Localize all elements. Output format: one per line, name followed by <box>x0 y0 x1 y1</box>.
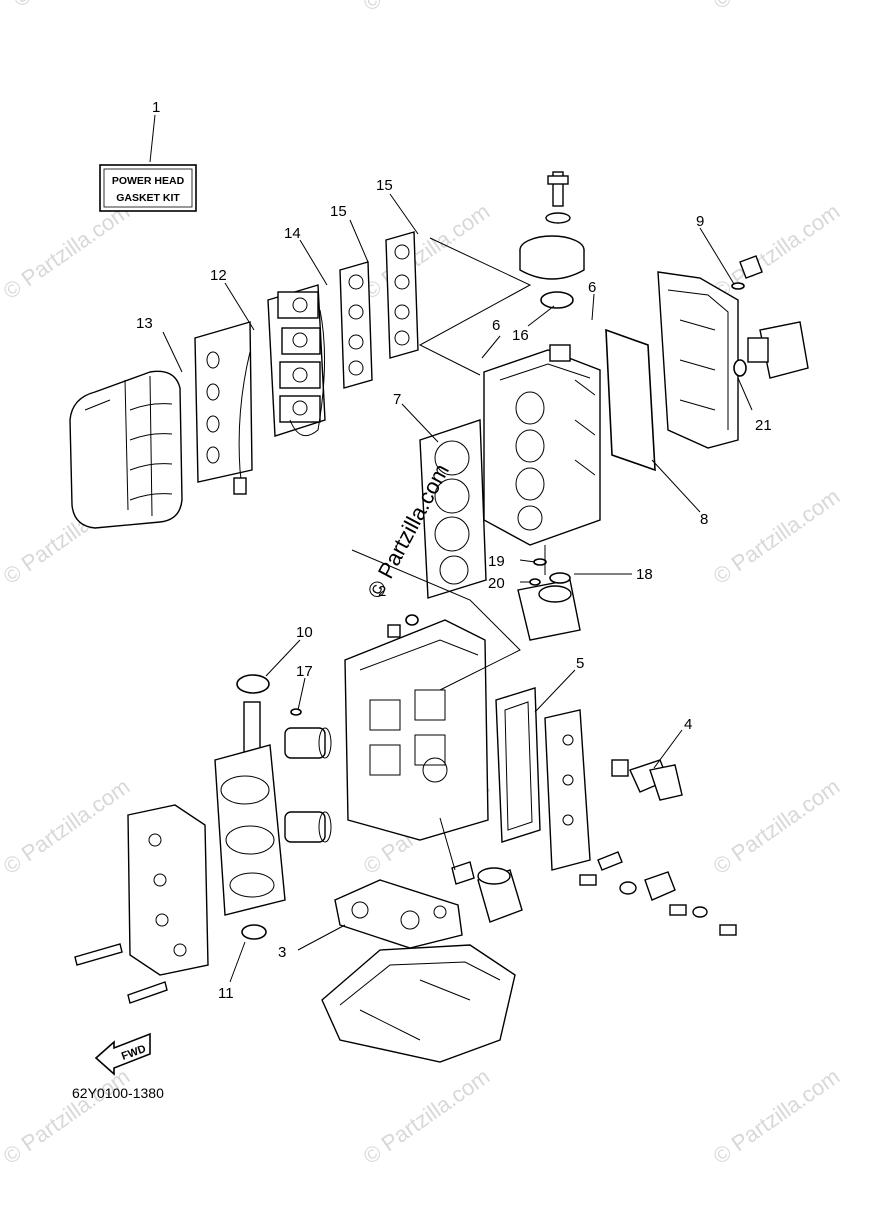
o-ring-17 <box>290 708 302 716</box>
callout-leaders <box>149 114 753 983</box>
callout-labels: 1 2 3 4 5 6 6 7 8 9 10 11 12 13 14 15 15… <box>136 99 772 1002</box>
callout-5: 5 <box>576 655 584 672</box>
bolts-right <box>579 851 737 936</box>
oil-pan-gasket <box>334 879 463 949</box>
cylinder-head-gasket <box>419 419 487 599</box>
callout-8: 8 <box>700 511 708 528</box>
pressure-valve <box>611 759 683 801</box>
callout-4: 4 <box>684 716 692 733</box>
watermark: © Partzilla.com <box>709 199 845 305</box>
carburetor-assembly <box>267 284 326 437</box>
intake-silencer <box>69 370 183 529</box>
gasket-kit-label: POWER HEAD GASKET KIT <box>99 164 197 212</box>
watermark: © Partzilla.com <box>359 199 495 305</box>
watermark: © Partzilla.com <box>709 484 845 590</box>
callout-6a: 6 <box>588 279 596 296</box>
cylinder-head <box>483 344 601 546</box>
watermark: © Partzilla.com <box>709 774 845 880</box>
watermark: © Partzilla.com <box>709 1064 845 1170</box>
callout-6b: 6 <box>492 317 500 334</box>
exhaust-cover <box>495 687 591 871</box>
kit-label-line2: GASKET KIT <box>116 192 180 204</box>
callout-12: 12 <box>210 267 227 284</box>
reed-gaskets <box>339 231 419 389</box>
callout-14: 14 <box>284 225 301 242</box>
oil-seal-lower <box>241 924 267 940</box>
oil-seal-upper <box>236 674 270 694</box>
callout-1: 1 <box>152 99 160 116</box>
cylinder-block <box>344 614 489 841</box>
callout-10: 10 <box>296 624 313 641</box>
guide-lines <box>351 237 546 871</box>
callout-15b: 15 <box>376 177 393 194</box>
callout-16: 16 <box>512 327 529 344</box>
thermostat-housing <box>517 558 581 641</box>
watermark: © Partzilla.com <box>0 774 134 880</box>
flywheel-pulley <box>519 171 585 309</box>
callout-15a: 15 <box>330 203 347 220</box>
callout-7: 7 <box>393 391 401 408</box>
callout-20: 20 <box>488 575 505 592</box>
watermark: © Partzilla.com <box>0 199 134 305</box>
head-cover <box>657 271 739 449</box>
crankshaft-pistons <box>214 701 332 916</box>
intake-manifold-plate <box>194 321 253 495</box>
watermark: © Partzilla.com <box>9 0 145 12</box>
callout-17: 17 <box>296 663 313 680</box>
watermark: © Partzilla.com <box>359 0 495 16</box>
head-cover-gasket <box>605 328 656 472</box>
crankcase <box>74 804 209 1004</box>
oil-filter <box>451 861 523 923</box>
watermark: © Partzilla.com <box>359 1064 495 1170</box>
callout-18: 18 <box>636 566 653 583</box>
callout-13: 13 <box>136 315 153 332</box>
thermostat-cover <box>731 255 809 379</box>
callout-21: 21 <box>755 417 772 434</box>
callout-2: 2 <box>378 583 386 600</box>
callout-11: 11 <box>218 985 234 1002</box>
watermark: © Partzilla.com <box>709 0 845 14</box>
callout-3: 3 <box>278 944 286 961</box>
watermark: © Partzilla.com <box>0 1064 134 1170</box>
kit-label-line1: POWER HEAD <box>112 175 185 187</box>
part-code: 62Y0100-1380 <box>72 1085 164 1101</box>
callout-19: 19 <box>488 553 505 570</box>
bottom-cowling-base <box>321 944 516 1063</box>
forward-arrow-icon: FWD <box>94 1032 151 1076</box>
callout-9: 9 <box>696 213 704 230</box>
